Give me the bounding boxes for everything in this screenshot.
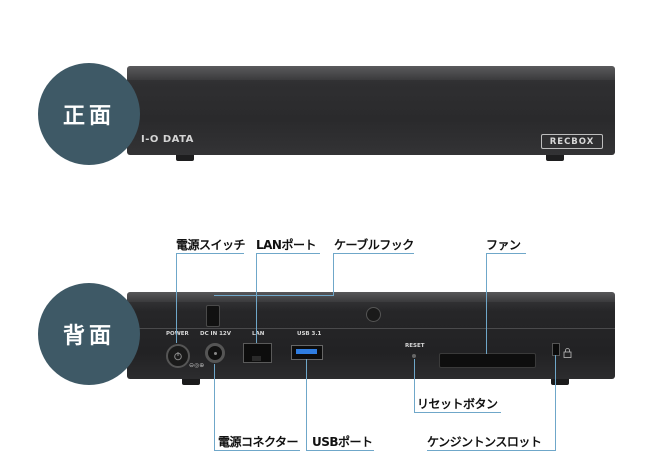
lan-port-leader-v bbox=[256, 253, 257, 343]
front-top-edge bbox=[127, 66, 615, 80]
kensington-slot-leader-v bbox=[555, 355, 556, 450]
back-top-edge bbox=[127, 292, 615, 302]
lan-port[interactable] bbox=[243, 343, 272, 363]
lan-port-callout: LANポート bbox=[256, 238, 316, 252]
back-section-label-text: 背面 bbox=[62, 324, 115, 349]
back-foot-right bbox=[551, 379, 569, 385]
usb-port-leader-v bbox=[306, 359, 307, 450]
recbox-logo: RECBOX bbox=[541, 134, 603, 149]
usb-port-leader-h bbox=[306, 450, 374, 451]
io-data-logo: I-O DATA bbox=[141, 134, 194, 145]
power-switch-leader-v bbox=[176, 253, 177, 343]
recbox-logo-text: RECBOX bbox=[549, 136, 595, 147]
power-connector-callout: 電源コネクター bbox=[218, 435, 299, 449]
fan-leader-h bbox=[486, 253, 526, 254]
front-foot-left bbox=[176, 155, 194, 161]
cable-hook-leader-v bbox=[333, 253, 334, 295]
lock-icon bbox=[563, 343, 572, 358]
power-connector-leader-h bbox=[214, 450, 300, 451]
kensington-slot-callout: ケンジントンスロット bbox=[427, 435, 542, 449]
cable-hook bbox=[366, 307, 381, 322]
power-button[interactable] bbox=[166, 344, 190, 368]
back-foot-left bbox=[182, 379, 200, 385]
dc-in-pin bbox=[214, 352, 217, 355]
lan-port-clip bbox=[252, 356, 261, 361]
reset-button-leader-v bbox=[414, 359, 415, 412]
front-section-label-text: 正面 bbox=[62, 104, 115, 129]
polarity-symbol-icon: ⊖◎⊕ bbox=[189, 362, 205, 369]
back-section-label: 背面 bbox=[38, 283, 140, 385]
kensington-slot-leader-h bbox=[427, 450, 556, 451]
power-connector-leader-v bbox=[214, 364, 215, 450]
usb-port-label: USB 3.1 bbox=[297, 331, 322, 337]
front-device-body bbox=[127, 67, 615, 155]
kensington-slot[interactable] bbox=[552, 343, 560, 356]
cable-hook-callout: ケーブルフック bbox=[334, 238, 414, 252]
reset-port-label: RESET bbox=[405, 343, 425, 349]
front-foot-right bbox=[546, 155, 564, 161]
fan-callout: ファン bbox=[486, 238, 521, 252]
reset-button[interactable] bbox=[412, 354, 416, 358]
lan-port-leader-h bbox=[256, 253, 320, 254]
fan-leader-v bbox=[486, 253, 487, 354]
power-port-label: POWER bbox=[166, 331, 189, 337]
power-switch-callout: 電源スイッチ bbox=[176, 238, 246, 252]
power-switch[interactable] bbox=[206, 305, 220, 327]
fan-vent bbox=[439, 353, 536, 368]
dc-in-jack[interactable] bbox=[205, 343, 225, 363]
front-section-label: 正面 bbox=[38, 63, 140, 165]
dc-in-port-label: DC IN 12V bbox=[200, 331, 231, 337]
lan-port-label: LAN bbox=[252, 331, 265, 337]
power-icon bbox=[174, 352, 182, 361]
cable-hook-leader-h2 bbox=[214, 295, 334, 296]
power-switch-leader-h bbox=[176, 253, 244, 254]
usb-port[interactable] bbox=[291, 345, 323, 360]
reset-button-callout: リセットボタン bbox=[417, 397, 498, 411]
front-view: I-O DATA RECBOX bbox=[0, 0, 650, 200]
back-panel-ledge bbox=[127, 328, 615, 329]
usb-port-tongue bbox=[296, 349, 317, 354]
cable-hook-leader-h bbox=[333, 253, 414, 254]
reset-button-leader-h bbox=[414, 412, 501, 413]
usb-port-callout: USBポート bbox=[312, 435, 373, 449]
